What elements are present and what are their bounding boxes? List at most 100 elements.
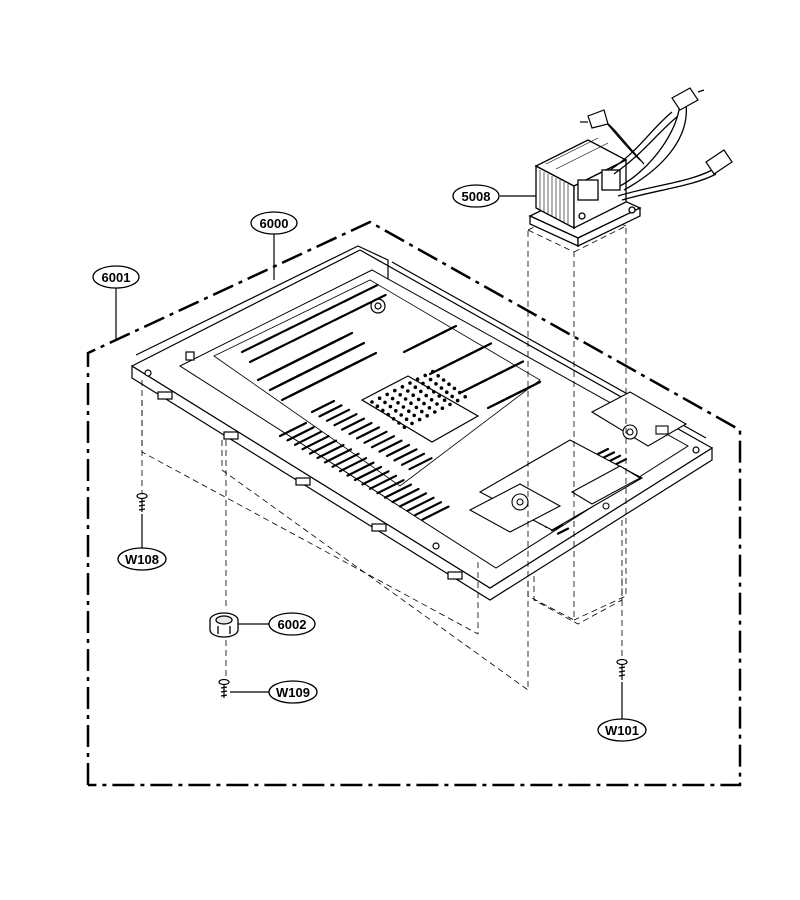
perforation-hole: [409, 401, 413, 406]
perforation-hole: [413, 385, 418, 390]
perforation-hole: [375, 404, 380, 409]
callout-label-w109: W109: [276, 685, 310, 700]
vent-slot: [331, 452, 360, 468]
perforation-hole: [403, 397, 408, 401]
vent-slot: [359, 302, 370, 309]
perforation-hole: [404, 417, 409, 422]
callout-label-5008: 5008: [462, 189, 491, 204]
leader-lines: [115, 195, 623, 720]
vent-slot: [301, 435, 330, 451]
perforation-hole: [424, 393, 429, 398]
perforation-hole: [463, 395, 468, 399]
vent-slot: [316, 323, 328, 330]
vent-slot: [376, 293, 387, 301]
vent-slot: [348, 421, 373, 436]
perforation-hole: [439, 386, 444, 390]
perforation-hole: [426, 385, 431, 390]
perforation-hole: [445, 390, 449, 395]
vent-slot: [406, 496, 435, 512]
vent-slot: [338, 457, 368, 473]
vent-slot: [505, 360, 525, 371]
perforation-hole: [394, 409, 398, 413]
perforation-hole: [406, 389, 410, 393]
vent-slot: [333, 314, 345, 322]
vent-slot: [248, 356, 260, 364]
vent-slot: [473, 342, 493, 353]
vent-slot: [308, 327, 319, 334]
perforation-hole: [431, 369, 435, 374]
vent-slot: [421, 505, 450, 521]
perforation-hole: [427, 406, 432, 410]
transformer-mount-area: [468, 391, 688, 533]
callout-6001: 6001: [92, 265, 140, 289]
perforation-hole: [436, 374, 441, 378]
perforation-hole: [401, 405, 406, 409]
callout-6000: 6000: [250, 211, 298, 235]
vent-slot: [596, 447, 610, 456]
perforation-hole: [400, 385, 405, 389]
perforation-hole: [425, 414, 430, 418]
perforated-grille: [360, 369, 480, 443]
vent-slot: [608, 454, 622, 462]
perforation-hole: [423, 373, 428, 378]
vent-slot: [361, 470, 390, 486]
vent-slot: [318, 404, 343, 418]
vent-slot: [257, 338, 269, 345]
transformer-wires: [603, 99, 717, 201]
vent-slot: [274, 330, 286, 337]
vent-slot: [413, 501, 443, 517]
perforation-hole: [422, 401, 426, 406]
vent-slot: [602, 451, 616, 459]
vent-slot: [240, 346, 252, 354]
perforation-hole: [407, 409, 411, 414]
vent-slot: [342, 296, 354, 303]
perforation-hole: [414, 405, 419, 410]
wire-connectors: [580, 87, 733, 175]
perforation-hole: [386, 412, 391, 417]
perforation-hole: [437, 394, 442, 398]
vent-slot: [352, 351, 378, 366]
perforation-hole: [412, 413, 417, 418]
perforation-hole: [415, 377, 420, 382]
callout-label-6000: 6000: [260, 216, 289, 231]
perforation-hole: [420, 409, 424, 414]
vent-slot: [291, 335, 302, 343]
vent-slot: [556, 527, 570, 535]
vent-slot: [383, 483, 413, 499]
vent-slot: [325, 319, 336, 326]
perforation-hole: [432, 390, 436, 394]
perforation-hole: [452, 386, 457, 391]
perforation-hole: [441, 378, 446, 382]
vent-slot: [359, 288, 371, 295]
vent-slot: [385, 443, 411, 458]
vent-slot: [334, 300, 345, 307]
vent-slot: [363, 430, 388, 444]
vent-slot: [328, 331, 354, 346]
vent-slot: [293, 430, 323, 446]
vent-slot: [323, 448, 353, 464]
perforation-hole: [383, 400, 387, 405]
perforation-hole: [388, 404, 393, 409]
perforation-hole: [381, 408, 385, 413]
vent-slot: [333, 413, 358, 427]
vent-slot: [391, 487, 420, 504]
vent-slot: [278, 421, 308, 438]
callout-w108: W108: [117, 547, 167, 571]
perforation-hole: [390, 396, 395, 401]
vent-slot: [368, 283, 379, 291]
perforation-hole: [448, 402, 452, 407]
vent-slot: [325, 304, 337, 312]
vent-slots: [240, 283, 628, 535]
vent-slot: [438, 324, 458, 336]
vent-slot: [299, 331, 311, 338]
callout-6002: 6002: [268, 612, 316, 636]
vent-slot: [308, 313, 320, 320]
perforation-hole: [428, 377, 433, 382]
vent-slot: [308, 439, 338, 455]
vent-slot: [282, 340, 294, 347]
perforation-hole: [450, 394, 455, 399]
perforation-hole: [455, 398, 460, 403]
screw-w108: [136, 492, 148, 512]
